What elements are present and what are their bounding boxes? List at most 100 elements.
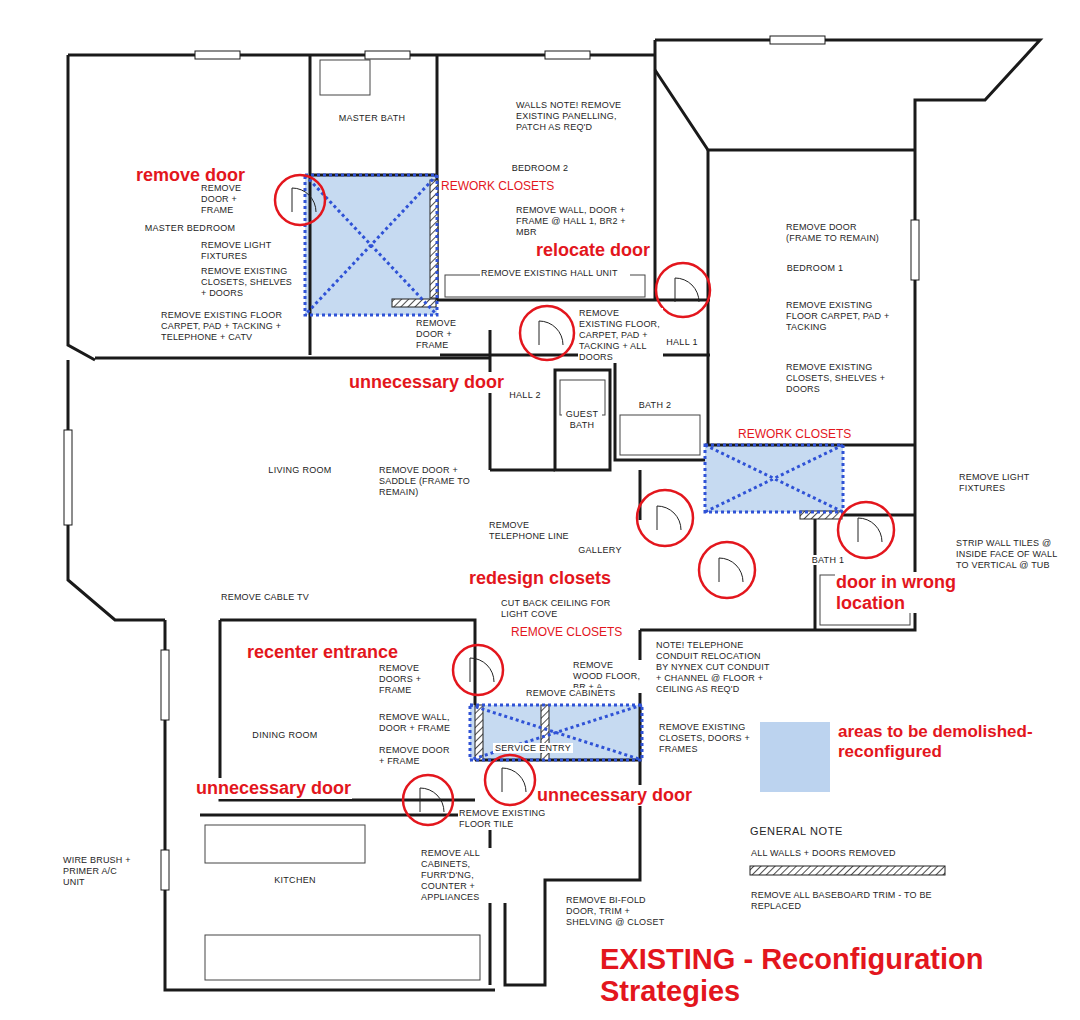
red-annotation: redesign closets — [468, 568, 612, 589]
handwritten-note: REMOVE CABLE TV — [220, 592, 310, 603]
annotation-box: REMOVE LIGHT FIXTURES — [200, 240, 285, 262]
room-label: MASTER BATH — [337, 113, 408, 124]
door-swing — [539, 321, 563, 345]
annotation-box: REMOVE DOOR (FRAME TO REMAIN) — [785, 222, 895, 244]
red-annotation: recenter entrance — [246, 642, 399, 663]
room-name: KITCHEN — [272, 875, 318, 886]
wall — [220, 620, 475, 705]
handwritten-note: CUT BACK CEILING FOR LIGHT COVE — [500, 598, 620, 620]
annotation-box: WALLS NOTE! REMOVE EXISTING PANELLING, P… — [515, 100, 645, 133]
annotation-box: unnecessary door — [195, 778, 352, 799]
annotation-box: REMOVE WALL, DOOR + FRAME — [378, 712, 463, 734]
annotation-box: REMOVE TELEPHONE LINE — [488, 520, 578, 542]
annotation-box: redesign closets — [468, 568, 612, 589]
title-box: EXISTING - Reconfiguration Strategies — [600, 944, 1060, 1008]
handwritten-note: REMOVE DOOR + FRAME — [415, 318, 475, 351]
red-annotation: REWORK CLOSETS — [440, 180, 555, 194]
dashed-outline — [705, 445, 843, 512]
handwritten-note: REMOVE TELEPHONE LINE — [488, 520, 578, 542]
fixture — [320, 60, 370, 95]
annotation-box: STRIP WALL TILES @ INSIDE FACE OF WALL T… — [955, 538, 1067, 571]
annotation-box: GENERAL NOTE — [750, 825, 843, 838]
legend-hatch-sample — [750, 866, 945, 875]
annotation-box: REMOVE EXISTING CLOSETS, SHELVES + DOORS — [785, 362, 895, 395]
demolish-outlines — [305, 175, 843, 760]
room-label: SERVICE ENTRY — [493, 743, 573, 754]
door-swing — [420, 788, 444, 812]
window — [161, 850, 169, 890]
room-name: MASTER BEDROOM — [143, 223, 238, 234]
door-swing — [470, 658, 494, 682]
handwritten-note: WIRE BRUSH + PRIMER A/C UNIT — [62, 855, 132, 888]
handwritten-note: REMOVE WALL, DOOR + FRAME — [378, 712, 463, 734]
annotation-box: relocate door — [535, 240, 651, 261]
annotation-box: REMOVE EXISTING FLOOR, CARPET, PAD + TAC… — [578, 308, 663, 363]
room-label: HALL 1 — [664, 337, 700, 348]
wall — [437, 299, 710, 302]
annotation-box: REMOVE ALL CABINETS, FURR'D'NG, COUNTER … — [420, 848, 515, 903]
title: EXISTING - Reconfiguration Strategies — [600, 944, 1060, 1008]
note-heading: GENERAL NOTE — [750, 825, 843, 838]
red-circle — [520, 306, 574, 360]
annotation-box: REMOVE CABLE TV — [220, 592, 310, 603]
annotation-box: REMOVE DOORS + FRAME — [378, 663, 450, 696]
door-swing — [719, 558, 743, 582]
wall — [814, 515, 817, 630]
red-circle — [838, 502, 894, 558]
wall — [490, 469, 555, 472]
red-annotation: relocate door — [535, 240, 651, 261]
dashed-cross — [705, 445, 843, 512]
handwritten-note: REMOVE WALL, DOOR + FRAME @ HALL 1, BR2 … — [515, 205, 645, 238]
annotation-box: REMOVE ALL BASEBOARD TRIM - TO BE REPLAC… — [750, 890, 950, 912]
annotation-box: unnecessary door — [348, 372, 505, 393]
annotation-box: REMOVE EXISTING FLOOR CARPET, PAD + TACK… — [160, 310, 300, 343]
room-name: BEDROOM 1 — [785, 263, 846, 274]
annotation-box: REMOVE WALL, DOOR + FRAME @ HALL 1, BR2 … — [515, 205, 645, 238]
handwritten-note: REMOVE EXISTING FLOOR CARPET, PAD + TACK… — [785, 300, 895, 333]
door-swing — [292, 188, 316, 212]
room-label: GUEST BATH — [562, 409, 602, 431]
handwritten-note: REMOVE DOORS + FRAME — [378, 663, 450, 696]
red-circle — [453, 645, 503, 695]
handwritten-note: REMOVE DOOR + FRAME — [200, 183, 270, 216]
annotation-box: REMOVE DOOR + FRAME — [378, 745, 458, 767]
wall — [68, 55, 95, 360]
red-circle — [637, 490, 693, 546]
wall — [68, 360, 165, 620]
window — [64, 430, 72, 525]
handwritten-note: REMOVE BI-FOLD DOOR, TRIM + SHELVING @ C… — [565, 895, 675, 928]
room-name: SERVICE ENTRY — [493, 743, 573, 754]
removed-wall — [475, 705, 483, 760]
annotation-box: REWORK CLOSETS — [440, 180, 555, 194]
annotation-box: NOTE! TELEPHONE CONDUIT RELOCATION BY NY… — [655, 640, 775, 695]
red-circle — [485, 755, 535, 805]
removed-wall — [430, 180, 438, 298]
annotation-box: REMOVE EXISTING CLOSETS, SHELVES + DOORS — [200, 266, 300, 299]
door-swing — [858, 518, 882, 542]
handwritten-note: REMOVE EXISTING FLOOR CARPET, PAD + TACK… — [160, 310, 300, 343]
room-name: DINING ROOM — [250, 730, 319, 741]
annotation-box: REMOVE EXISTING FLOOR TILE — [458, 808, 553, 830]
handwritten-note: REMOVE ALL BASEBOARD TRIM - TO BE REPLAC… — [750, 890, 950, 912]
room-label: GALLERY — [576, 545, 623, 556]
annotation-box: REMOVE DOOR + FRAME — [200, 183, 270, 216]
window — [770, 36, 825, 44]
room-label: HALL 2 — [507, 390, 543, 401]
room-label: BATH 1 — [810, 555, 847, 566]
red-circle — [275, 175, 325, 225]
annotation-box: REWORK CLOSETS — [737, 428, 852, 442]
room-name: BATH 2 — [637, 400, 674, 411]
window — [161, 650, 169, 720]
annotation-box: WIRE BRUSH + PRIMER A/C UNIT — [62, 855, 132, 888]
wall — [440, 354, 710, 357]
red-circle — [699, 542, 755, 598]
wall — [654, 40, 657, 300]
legend-swatch — [760, 722, 830, 792]
room-label: BEDROOM 2 — [510, 163, 571, 174]
room-name: GUEST BATH — [562, 409, 602, 431]
room-label: MASTER BEDROOM — [143, 223, 238, 234]
handwritten-note: REMOVE ALL CABINETS, FURR'D'NG, COUNTER … — [420, 848, 515, 903]
window — [911, 220, 919, 280]
dashed-cross — [470, 705, 642, 760]
